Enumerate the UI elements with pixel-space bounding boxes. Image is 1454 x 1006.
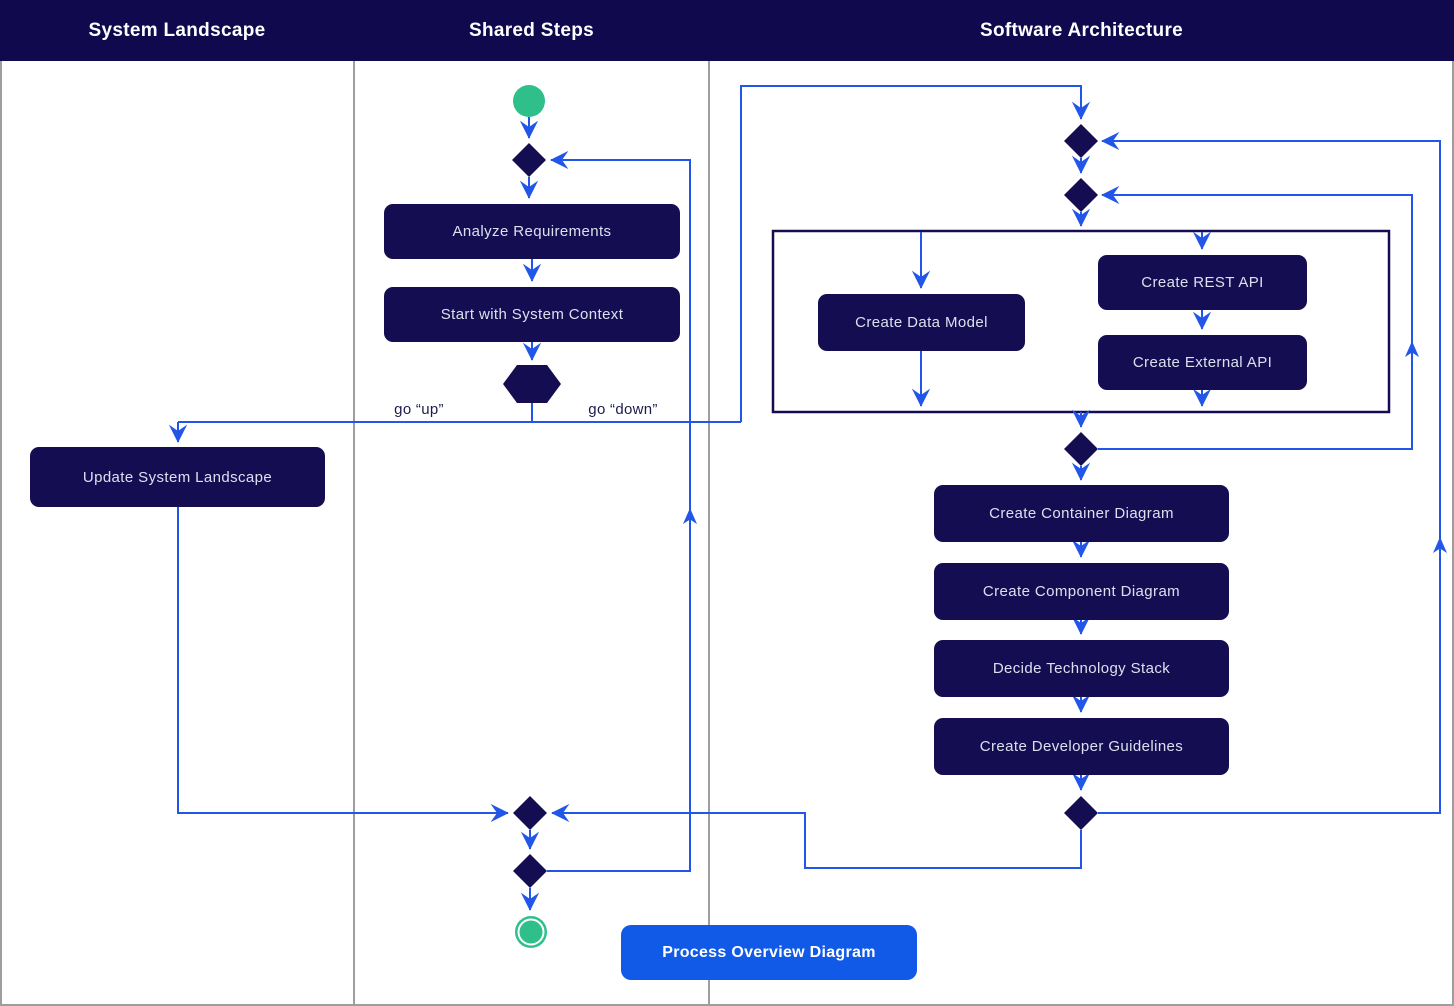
merge-diamond-sa-4: [1064, 796, 1098, 830]
lane-title-system-landscape: System Landscape: [88, 19, 266, 41]
merge-diamond-sa-2: [1064, 178, 1098, 212]
up-arrowhead-inner-loop: [1405, 341, 1419, 357]
activity-label: Decide Technology Stack: [992, 660, 1171, 677]
activity-update-system-landscape: Update System Landscape: [30, 447, 325, 507]
edge-sa-merge4-to-merge5: [551, 803, 1082, 869]
end-node-icon: [515, 916, 547, 948]
swimlane-header-band: [0, 0, 1454, 61]
choice-hexagon: [503, 365, 561, 403]
merge-diamond-shared-bottom2: [513, 854, 547, 888]
activity-label: Create REST API: [1141, 274, 1264, 291]
activity-label: Create Component Diagram: [982, 583, 1181, 600]
activity-start-with-system-context: Start with System Context: [384, 287, 680, 342]
edge-loop-merge6-to-merge1: [547, 150, 691, 872]
merge-diamond-sa-1: [1064, 124, 1098, 158]
merge-diamond-shared-top: [512, 143, 546, 177]
activity-create-container-diagram: Create Container Diagram: [934, 485, 1229, 542]
lane-title-software-architecture: Software Architecture: [979, 19, 1184, 41]
branch-label-go-up: go “up”: [394, 401, 444, 418]
process-overview-diagram-button[interactable]: Process Overview Diagram: [621, 925, 917, 980]
start-node-icon: [513, 85, 545, 117]
edge-loop-sa-merge3-to-sa-merge2: [1098, 185, 1413, 450]
activity-analyze-requirements: Analyze Requirements: [384, 204, 680, 259]
lane-divider-2: [708, 61, 710, 1006]
edge-godown-to-sa-merge1: [740, 85, 1091, 422]
merge-diamond-shared-bottom1: [513, 796, 547, 830]
activity-label: Create Developer Guidelines: [979, 738, 1184, 755]
activity-label: Start with System Context: [440, 306, 624, 323]
activity-label: Analyze Requirements: [452, 223, 612, 240]
up-arrowhead-shared-loop: [683, 508, 697, 524]
activity-create-data-model: Create Data Model: [818, 294, 1025, 351]
branch-label-go-down: go “down”: [588, 401, 658, 418]
merge-diamond-sa-3: [1064, 432, 1098, 466]
activity-create-developer-guidelines: Create Developer Guidelines: [934, 718, 1229, 775]
edge-loop-sa-merge4-to-sa-merge1: [1098, 131, 1441, 814]
flow-connectors: [168, 85, 1441, 911]
activity-create-rest-api: Create REST API: [1098, 255, 1307, 310]
up-arrowhead-outer-loop: [1433, 537, 1447, 553]
lane-title-shared-steps: Shared Steps: [468, 19, 595, 41]
activity-label: Create Container Diagram: [989, 505, 1174, 522]
activity-decide-technology-stack: Decide Technology Stack: [934, 640, 1229, 697]
lane-divider-1: [353, 61, 355, 1006]
midline-arrowheads: [683, 341, 1447, 553]
activity-create-component-diagram: Create Component Diagram: [934, 563, 1229, 620]
activity-label: Create External API: [1132, 354, 1273, 371]
activity-label: Create Data Model: [855, 314, 988, 331]
activity-label: Update System Landscape: [82, 468, 273, 486]
activity-create-external-api: Create External API: [1098, 335, 1307, 390]
edge-update-to-merge5: [177, 507, 509, 823]
